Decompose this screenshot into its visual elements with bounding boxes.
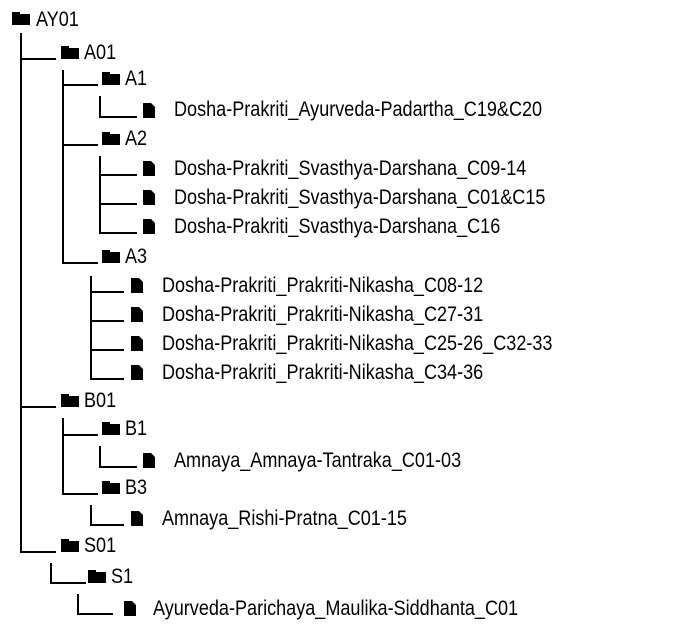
file-label[interactable]: Amnaya_Amnaya-Tantraka_C01-03: [174, 449, 462, 472]
connector-line: [62, 70, 64, 262]
file-label[interactable]: Dosha-Prakriti_Ayurveda-Padartha_C19&C20: [174, 98, 543, 121]
file-label[interactable]: Dosha-Prakriti_Prakriti-Nikasha_C34-36: [162, 361, 484, 384]
connector-line: [50, 563, 52, 582]
file-icon: [143, 219, 155, 234]
connector-line: [62, 493, 98, 495]
file-label[interactable]: Amnaya_Rishi-Pratna_C01-15: [162, 507, 407, 530]
connector-line: [62, 262, 98, 264]
file-icon: [131, 365, 143, 380]
folder-label-a01[interactable]: A01: [84, 41, 117, 64]
connector-line: [90, 349, 124, 351]
file-label[interactable]: Dosha-Prakriti_Prakriti-Nikasha_C25-26_C…: [162, 332, 553, 355]
folder-label-b01[interactable]: B01: [84, 389, 117, 412]
file-icon: [124, 601, 136, 616]
file-icon: [131, 511, 143, 526]
connector-line: [90, 505, 92, 524]
connector-line: [62, 418, 64, 493]
folder-icon: [102, 481, 120, 494]
folder-icon: [12, 12, 30, 25]
file-label[interactable]: Ayurveda-Parichaya_Maulika-Siddhanta_C01: [153, 597, 519, 620]
folder-label-a3[interactable]: A3: [125, 245, 148, 268]
folder-label-ay01[interactable]: AY01: [36, 8, 79, 31]
connector-line: [90, 291, 124, 293]
folder-icon: [102, 250, 120, 263]
folder-icon: [102, 422, 120, 435]
connector-line: [90, 320, 124, 322]
file-icon: [143, 190, 155, 205]
connector-line: [99, 446, 101, 466]
connector-line: [90, 378, 124, 380]
folder-label-a2[interactable]: A2: [125, 127, 148, 150]
file-label[interactable]: Dosha-Prakriti_Svasthya-Darshana_C16: [174, 215, 501, 238]
connector-line: [20, 33, 22, 551]
file-label[interactable]: Dosha-Prakriti_Svasthya-Darshana_C09-14: [174, 157, 527, 180]
file-icon: [131, 278, 143, 293]
connector-line: [99, 116, 137, 118]
connector-line: [90, 276, 92, 378]
connector-line: [62, 144, 98, 146]
connector-line: [99, 156, 101, 232]
folder-icon: [102, 72, 120, 85]
connector-line: [99, 174, 137, 176]
folder-icon: [88, 570, 106, 583]
folder-icon: [61, 394, 79, 407]
folder-label-b3[interactable]: B3: [125, 476, 148, 499]
connector-line: [99, 203, 137, 205]
connector-line: [20, 58, 56, 60]
folder-icon: [61, 46, 79, 59]
connector-line: [99, 96, 101, 116]
connector-line: [20, 406, 56, 408]
folder-icon: [102, 132, 120, 145]
connector-line: [77, 594, 79, 613]
connector-line: [99, 232, 137, 234]
file-label[interactable]: Dosha-Prakriti_Svasthya-Darshana_C01&C15: [174, 186, 546, 209]
connector-line: [99, 466, 137, 468]
connector-line: [77, 613, 113, 615]
file-icon: [143, 103, 155, 118]
folder-label-s01[interactable]: S01: [84, 534, 117, 557]
folder-label-a1[interactable]: A1: [125, 67, 148, 90]
connector-line: [62, 434, 98, 436]
folder-label-b1[interactable]: B1: [125, 417, 148, 440]
file-icon: [131, 307, 143, 322]
connector-line: [90, 524, 124, 526]
connector-line: [50, 582, 86, 584]
folder-icon: [61, 539, 79, 552]
connector-line: [62, 84, 98, 86]
file-label[interactable]: Dosha-Prakriti_Prakriti-Nikasha_C08-12: [162, 274, 484, 297]
folder-label-s1[interactable]: S1: [111, 565, 134, 588]
connector-line: [20, 551, 56, 553]
file-icon: [143, 161, 155, 176]
file-icon: [131, 336, 143, 351]
file-label[interactable]: Dosha-Prakriti_Prakriti-Nikasha_C27-31: [162, 303, 484, 326]
file-icon: [143, 453, 155, 468]
